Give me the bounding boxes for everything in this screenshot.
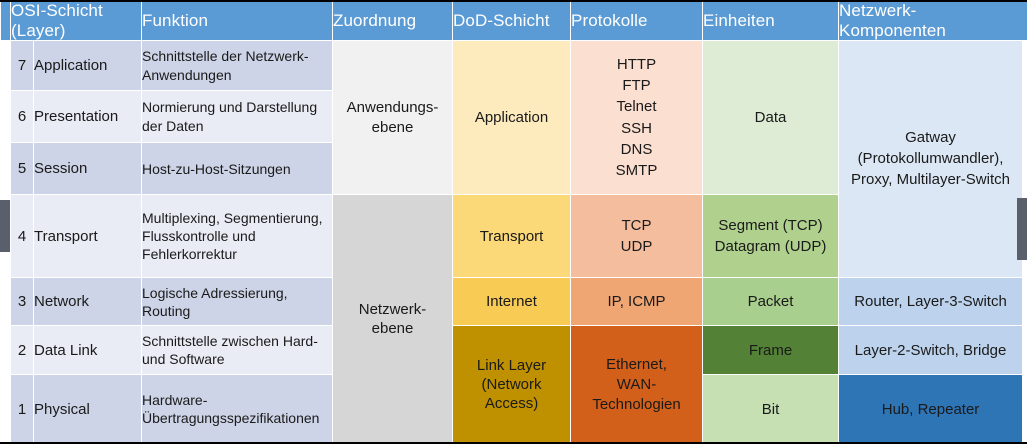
dod-layer-transport: Transport xyxy=(452,194,572,279)
layer-name-application: Application xyxy=(32,40,143,92)
layer-name-data-link: Data Link xyxy=(32,325,143,376)
row-left-spacer xyxy=(0,40,11,92)
table-row-layer-7: 7 Application Schnittstelle der Netzwerk… xyxy=(0,40,1027,279)
horizontal-scrollbar-thumb-left[interactable] xyxy=(0,200,10,252)
dod-link-line3: Access) xyxy=(484,395,539,413)
table-row-layer-3: 3 Network Logische Adressierung, Routing… xyxy=(0,277,1027,327)
column-header-osi-schicht: OSI-Schicht (Layer) xyxy=(9,0,143,42)
table-row-layer-2: 2 Data Link Schnittstelle zwischen Hard-… xyxy=(0,325,1027,444)
dod-link-line1: Link Layer xyxy=(476,356,547,374)
dod-layer-internet: Internet xyxy=(452,277,572,327)
vertical-scrollbar-thumb-right[interactable] xyxy=(1017,198,1027,260)
netzwerk-komponente-switch: Layer-2-Switch, Bridge xyxy=(838,325,1024,376)
protocol-http: HTTP xyxy=(616,55,657,73)
protocol-ftp: FTP xyxy=(622,77,651,95)
dod-link-line2: (Network xyxy=(481,376,542,394)
layer-number-7: 7 xyxy=(10,40,34,92)
layer-name-session: Session xyxy=(32,142,143,196)
column-header-netzwerk-line1: Netzwerk- xyxy=(839,1,917,20)
gateway-line3: Proxy, Multilayer-Switch xyxy=(851,170,1010,188)
row-right-spacer xyxy=(1022,325,1027,376)
protocol-telnet: Telnet xyxy=(616,98,657,116)
protocol-ethernet: Ethernet, xyxy=(606,355,667,373)
protokolle-application: HTTP FTP Telnet SSH DNS SMTP xyxy=(570,40,704,196)
einheit-segment-tcp: Segment (TCP) xyxy=(718,217,823,235)
netzwerk-komponente-hub: Hub, Repeater xyxy=(838,374,1024,444)
gateway-line1: Gatway xyxy=(905,129,956,147)
row-right-spacer xyxy=(1022,40,1027,92)
layer-name-physical: Physical xyxy=(32,374,143,444)
layer-function-2: Schnittstelle zwischen Hard- und Softwar… xyxy=(141,325,334,376)
protocol-tcp: TCP xyxy=(621,217,652,234)
layer-number-5: 5 xyxy=(10,142,34,196)
row-left-spacer xyxy=(0,142,11,196)
table-row-layer-5: 5 Session Host-zu-Host-Sitzungen xyxy=(0,142,1027,196)
protocol-smtp: SMTP xyxy=(615,162,658,180)
layer-number-6: 6 xyxy=(10,90,34,144)
column-header-netzwerk-line2: Komponenten xyxy=(839,20,946,40)
layer-number-4: 4 xyxy=(10,194,34,279)
table-header-row: OSI-Schicht (Layer) Funktion Zuordnung D… xyxy=(0,0,1027,42)
layer-name-network: Network xyxy=(32,277,143,327)
zuordnung-netzwerkebene: Netzwerk- ebene xyxy=(332,194,454,444)
row-right-spacer xyxy=(1022,90,1027,144)
layer-function-3: Logische Adressierung, Routing xyxy=(141,277,334,327)
row-right-spacer xyxy=(1022,277,1027,327)
einheit-packet: Packet xyxy=(702,277,840,327)
row-left-spacer xyxy=(0,90,11,144)
row-left-spacer xyxy=(0,325,11,376)
layer-function-6: Normierung und Darstellung der Daten xyxy=(141,90,334,144)
protocol-ssh: SSH xyxy=(621,119,652,137)
protocol-wan: WAN- xyxy=(616,375,657,393)
layer-name-presentation: Presentation xyxy=(32,90,143,144)
protocol-technologien: Technologien xyxy=(592,395,681,413)
dod-layer-link: Link Layer (Network Access) xyxy=(452,325,572,444)
einheit-datagram-udp: Datagram (UDP) xyxy=(714,238,827,256)
layer-function-1: Hardware-Übertragungsspezifikationen xyxy=(141,374,334,444)
layer-name-transport: Transport xyxy=(32,194,143,279)
row-left-spacer xyxy=(0,277,11,327)
einheit-segment-datagram: Segment (TCP) Datagram (UDP) xyxy=(702,194,840,279)
layer-number-3: 3 xyxy=(10,277,34,327)
row-left-spacer xyxy=(0,374,11,444)
column-header-zuordnung: Zuordnung xyxy=(332,0,454,42)
column-header-osi-line1: OSI-Schicht xyxy=(11,1,103,20)
zuordnung-netzwerkebene-line2: ebene xyxy=(371,320,414,338)
layer-number-2: 2 xyxy=(10,325,34,376)
zuordnung-anwendungsebene: Anwendungs- ebene xyxy=(332,40,454,196)
zuordnung-anwendungsebene-line2: ebene xyxy=(371,118,414,136)
layer-function-7: Schnittstelle der Netzwerk-Anwendungen xyxy=(141,40,334,92)
bottom-border-rule xyxy=(0,442,1027,444)
column-header-osi-line2: (Layer) xyxy=(11,20,66,40)
column-header-protokolle: Protokolle xyxy=(570,0,704,42)
protokolle-link: Ethernet, WAN- Technologien xyxy=(570,325,704,444)
layer-function-4: Multiplexing, Segmentierung, Flusskontro… xyxy=(141,194,334,279)
column-header-funktion: Funktion xyxy=(141,0,334,42)
dod-layer-application: Application xyxy=(452,40,572,196)
column-header-netzwerk-komponenten: Netzwerk- Komponenten xyxy=(838,0,1027,42)
protocol-dns: DNS xyxy=(620,140,653,158)
top-border-rule xyxy=(0,0,1027,2)
layer-function-5: Host-zu-Host-Sitzungen xyxy=(141,142,334,196)
einheit-data: Data xyxy=(702,40,840,196)
column-header-einheiten: Einheiten xyxy=(702,0,840,42)
einheit-bit: Bit xyxy=(702,374,840,444)
protokolle-transport: TCP UDP xyxy=(570,194,704,279)
table-row-layer-1: 1 Physical Hardware-Übertragungsspezifik… xyxy=(0,374,1027,444)
zuordnung-netzwerkebene-line1: Netzwerk- xyxy=(358,300,427,318)
protokolle-internet: IP, ICMP xyxy=(570,277,704,327)
table-row-layer-4: 4 Transport Multiplexing, Segmentierung,… xyxy=(0,194,1027,444)
gateway-line2: (Protokollumwandler), xyxy=(857,149,1004,167)
netzwerk-komponente-router: Router, Layer-3-Switch xyxy=(838,277,1024,327)
zuordnung-anwendungsebene-line1: Anwendungs- xyxy=(346,99,439,117)
layer-number-1: 1 xyxy=(10,374,34,444)
header-left-spacer xyxy=(0,0,11,42)
einheit-frame: Frame xyxy=(702,325,840,376)
column-header-dod-schicht: DoD-Schicht xyxy=(452,0,572,42)
row-right-spacer xyxy=(1022,374,1027,444)
protocol-udp: UDP xyxy=(620,238,653,256)
netzwerk-komponente-gateway: Gatway (Protokollumwandler), Proxy, Mult… xyxy=(838,40,1024,279)
row-right-spacer xyxy=(1022,142,1027,196)
